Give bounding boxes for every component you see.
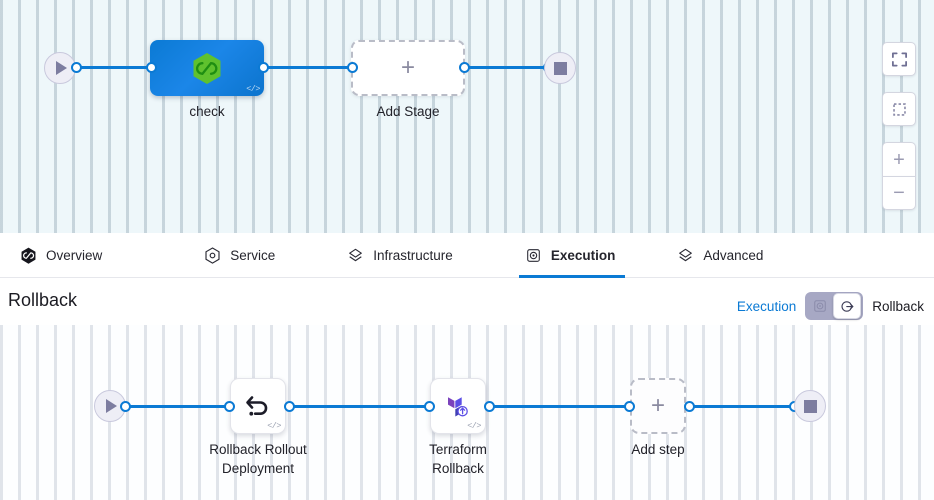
zoom-out-button[interactable]: − — [882, 176, 916, 210]
rollback-end-node[interactable] — [794, 390, 826, 422]
tab-label-execution: Execution — [550, 247, 616, 263]
connector-dot-rb-addstep-in[interactable] — [624, 401, 635, 412]
add-step-node[interactable]: + Add step — [630, 378, 686, 457]
execution-rollback-toggle-row: Execution Rollback — [737, 292, 924, 320]
connector-dot-start-out[interactable] — [71, 62, 82, 73]
execution-rollback-toggle[interactable] — [805, 292, 864, 320]
toggle-slot-rollback[interactable] — [833, 293, 862, 319]
dashed-square-icon — [892, 102, 906, 116]
plus-icon: + — [893, 148, 905, 171]
connector-dot-addstage-out[interactable] — [459, 62, 470, 73]
wire-check-to-addstage — [262, 66, 356, 69]
page-title: Rollback — [8, 290, 78, 310]
connector-dot-rb-step1-out[interactable] — [284, 401, 295, 412]
add-stage-label: Add Stage — [376, 104, 440, 119]
plus-icon: + — [400, 54, 415, 81]
undo-arrow-icon — [246, 396, 268, 416]
connector-dot-rb-start-out[interactable] — [120, 401, 131, 412]
connector-dot-check-in[interactable] — [146, 62, 157, 73]
pipeline-end-node[interactable] — [544, 52, 576, 84]
harness-hexagon-icon — [193, 52, 221, 84]
terraform-icon — [448, 397, 468, 417]
stage-label-check: check — [189, 104, 225, 119]
play-icon — [56, 61, 67, 75]
plus-icon: + — [650, 392, 665, 419]
tab-execution[interactable]: Execution — [518, 233, 640, 278]
play-icon — [106, 399, 117, 413]
fit-to-screen-button[interactable] — [882, 42, 916, 76]
connector-dot-rb-addstep-out[interactable] — [684, 401, 695, 412]
tab-label-service: Service — [230, 247, 276, 263]
rollback-header: Rollback Execution Roll — [0, 278, 934, 325]
wire-start-to-check — [72, 66, 160, 69]
tab-infrastructure[interactable]: Infrastructure — [341, 233, 477, 277]
toggle-label-execution[interactable]: Execution — [736, 298, 797, 314]
layers-icon — [349, 248, 363, 261]
canvas-controls: + − — [882, 42, 916, 210]
toggle-slot-execution[interactable] — [807, 294, 833, 318]
connector-dot-rb-step2-out[interactable] — [484, 401, 495, 412]
zoom-button-group: + − — [882, 142, 916, 210]
step-label-rollback-rollout-deployment: Rollback Rollout Deployment — [209, 442, 307, 476]
execution-icon — [814, 300, 826, 312]
tab-service[interactable]: Service — [198, 233, 299, 277]
wire-rb-step1-to-step2 — [288, 405, 430, 408]
connector-dot-rb-step1-in[interactable] — [224, 401, 235, 412]
stage-node-check[interactable]: </> check — [150, 40, 264, 119]
rollback-start-node[interactable] — [94, 390, 126, 422]
service-hexagon-icon — [205, 246, 220, 264]
minus-icon: − — [893, 182, 905, 204]
tab-label-advanced: Advanced — [703, 247, 764, 263]
step-node-rollback-rollout-deployment[interactable]: </> Rollback Rollout Deployment — [209, 378, 307, 476]
connector-dot-rb-step2-in[interactable] — [424, 401, 435, 412]
rollback-arrow-icon — [841, 300, 854, 312]
expand-corners-icon — [891, 51, 907, 67]
wire-addstage-to-end — [460, 66, 558, 69]
tab-label-infrastructure: Infrastructure — [373, 247, 453, 263]
step-label-terraform-rollback: Terraform Rollback — [429, 442, 487, 476]
wire-rb-addstep-to-end — [688, 405, 806, 408]
tab-label-overview: Overview — [46, 247, 103, 263]
code-badge: </> — [467, 421, 481, 431]
tab-advanced[interactable]: Advanced — [671, 233, 787, 277]
stop-icon — [803, 399, 817, 413]
wire-rb-start-to-step1 — [122, 405, 230, 408]
stage-tab-bar[interactable]: Overview Service Infrastructure Executio… — [0, 233, 934, 278]
zoom-in-button[interactable]: + — [882, 142, 916, 176]
layers-icon — [679, 248, 693, 261]
pipeline-start-node[interactable] — [44, 52, 76, 84]
code-badge: </> — [267, 421, 281, 431]
toggle-label-rollback[interactable]: Rollback — [872, 298, 924, 314]
execution-icon — [526, 248, 540, 262]
wire-rb-step2-to-addstep — [488, 405, 630, 408]
rollback-canvas[interactable]: </> Rollback Rollout Deployment </> Terr… — [0, 325, 934, 500]
connector-dot-check-out[interactable] — [258, 62, 269, 73]
harness-hexagon-icon — [21, 247, 36, 264]
stop-icon — [553, 61, 567, 75]
step-node-terraform-rollback[interactable]: </> Terraform Rollback — [429, 378, 487, 476]
add-step-label: Add step — [631, 442, 685, 457]
zoom-to-selection-button[interactable] — [882, 92, 916, 126]
code-badge: </> — [246, 84, 260, 94]
stage-canvas[interactable]: </> check + Add Stage — [0, 0, 934, 233]
add-stage-node[interactable]: + Add Stage — [351, 40, 465, 119]
tab-overview[interactable]: Overview — [14, 233, 126, 277]
connector-dot-addstage-in[interactable] — [347, 62, 358, 73]
